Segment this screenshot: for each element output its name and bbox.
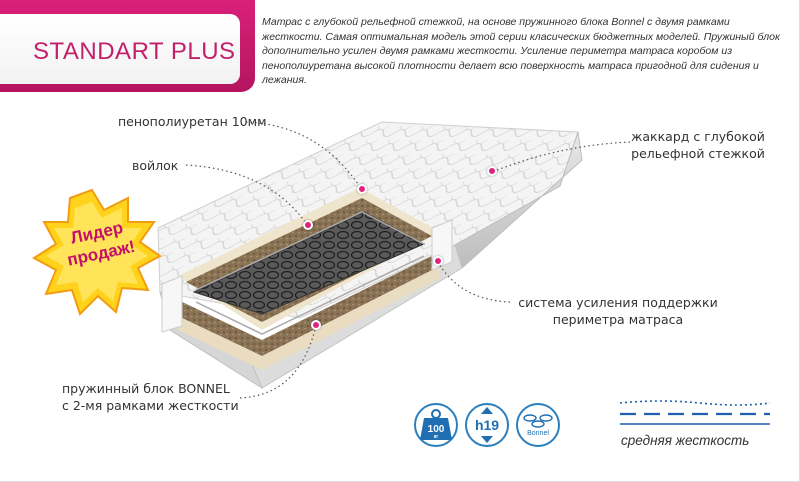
foam-label: пенополиуретан 10мм bbox=[118, 114, 267, 129]
bestseller-badge bbox=[32, 188, 162, 316]
height-icon bbox=[465, 403, 509, 447]
perimeter-marker bbox=[433, 256, 443, 266]
product-description: Матрас с глубокой рельефной стежкой, на … bbox=[262, 16, 780, 86]
stiffness-label: средняя жесткость bbox=[621, 433, 750, 448]
perimeter-label: система усиления поддержки периметра мат… bbox=[518, 295, 718, 327]
felt-marker bbox=[303, 220, 313, 230]
spring-type-label: Bonnel bbox=[527, 430, 549, 437]
spring-block-label: пружинный блок BONNEL с 2-мя рамками жес… bbox=[62, 381, 239, 413]
felt-label: войлок bbox=[132, 158, 179, 173]
product-title: STANDART PLUS bbox=[33, 38, 236, 65]
height-value: h19 bbox=[474, 417, 500, 433]
stiffness-indicator bbox=[619, 400, 771, 425]
jacquard-label: жаккард с глубокой рельефной стежкой bbox=[631, 129, 765, 161]
weight-value: 100 bbox=[427, 424, 445, 435]
weight-unit: кг bbox=[433, 434, 439, 440]
weight-icon bbox=[414, 403, 458, 447]
spring-icon bbox=[516, 403, 560, 447]
title-banner bbox=[0, 0, 255, 92]
spring-block-marker bbox=[311, 320, 321, 330]
foam-marker bbox=[357, 184, 367, 194]
jacquard-marker bbox=[487, 166, 497, 176]
